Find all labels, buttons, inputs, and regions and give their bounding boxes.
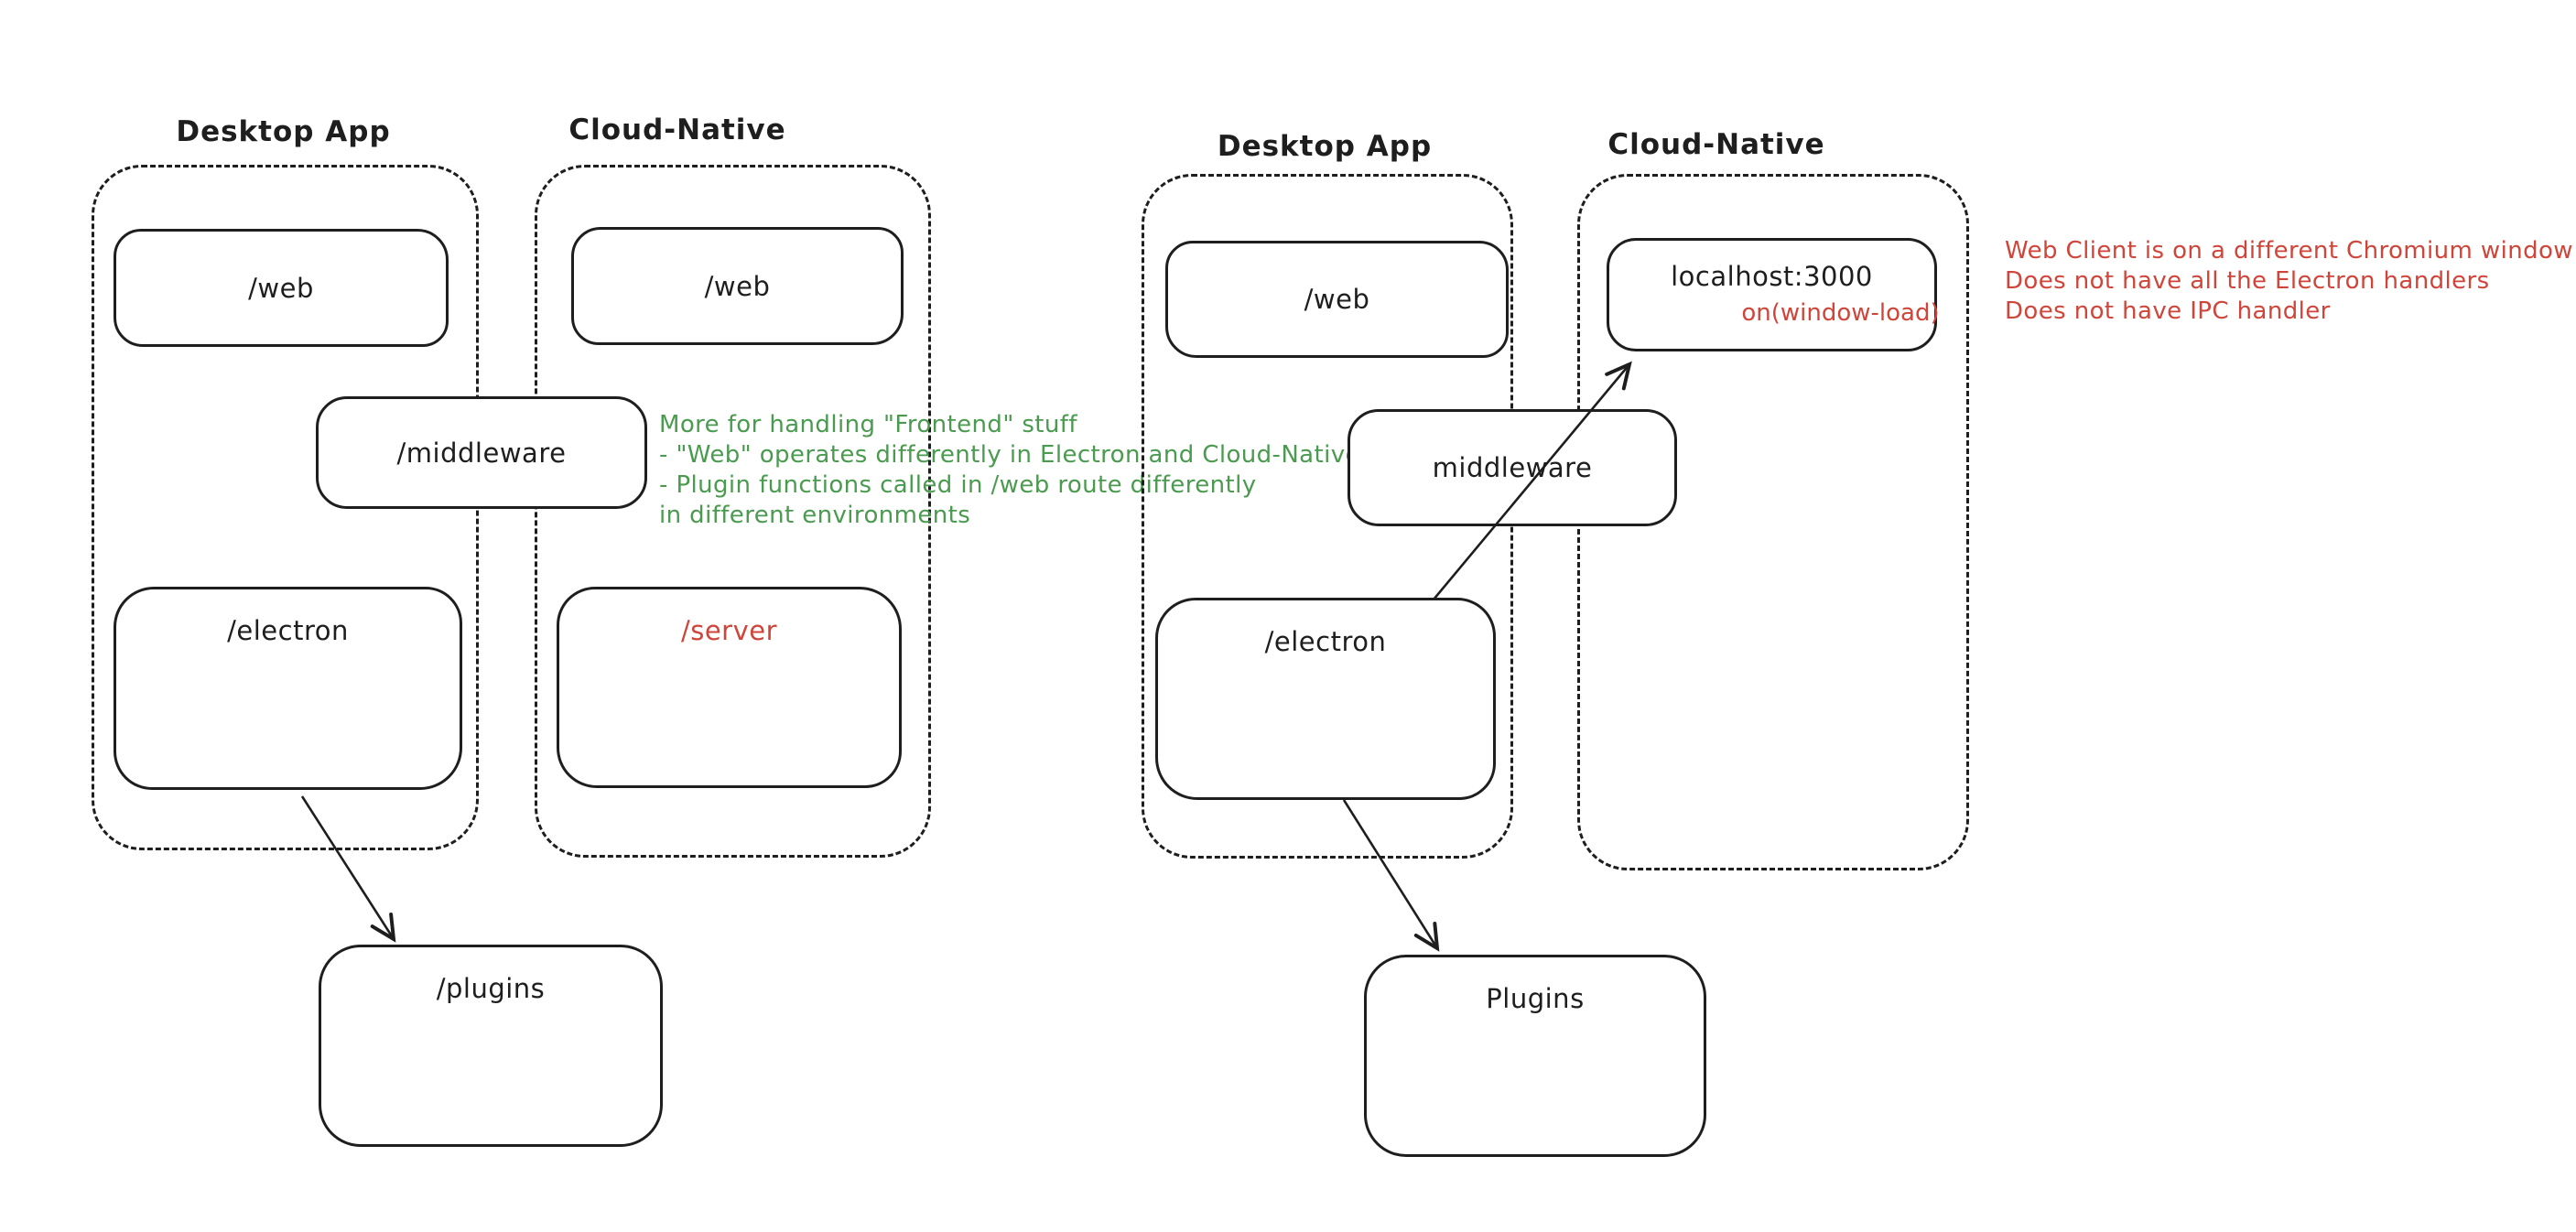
web-client-note-line-3: Does not have IPC handler [2005, 297, 2331, 325]
frontend-note-line-1: More for handling "Frontend" stuff [659, 411, 1077, 438]
right-web-label: /web [1304, 284, 1370, 315]
left-web-desktop-label: /web [248, 272, 314, 304]
left-plugins-label: /plugins [436, 973, 546, 1004]
frontend-note-line-3: - Plugin functions called in /web route … [659, 471, 1257, 499]
left-cloud-native-title: Cloud-Native [568, 113, 786, 146]
left-desktop-app-title: Desktop App [176, 115, 391, 148]
left-web-desktop-node: /web [114, 229, 449, 347]
frontend-note-line-2: - "Web" operates differently in Electron… [659, 441, 1360, 469]
right-web-node: /web [1165, 241, 1509, 358]
right-middleware-node: middleware [1348, 409, 1677, 526]
left-electron-node: /electron [114, 587, 462, 790]
on-window-load-label: on(window-load) [1741, 299, 1940, 327]
localhost-3000-label: localhost:3000 [1671, 261, 1873, 292]
left-middleware-node: /middleware [316, 396, 647, 509]
frontend-note: More for handling "Frontend" stuff - "We… [659, 410, 1360, 531]
right-desktop-app-title: Desktop App [1217, 130, 1433, 163]
left-server-label: /server [680, 615, 778, 646]
right-middleware-label: middleware [1432, 452, 1593, 483]
left-cloud-native-container [535, 165, 931, 858]
web-client-note-line-2: Does not have all the Electron handlers [2005, 267, 2490, 295]
right-electron-node: /electron [1155, 598, 1496, 800]
left-middleware-label: /middleware [396, 437, 567, 469]
left-server-node: /server [557, 587, 902, 788]
localhost-3000-node: localhost:3000 on(window-load) [1607, 238, 1940, 351]
frontend-note-line-4: in different environments [659, 502, 971, 529]
right-plugins-label: Plugins [1486, 983, 1585, 1014]
left-web-cloud-node: /web [571, 227, 904, 345]
web-client-note-line-1: Web Client is on a different Chromium wi… [2005, 237, 2573, 265]
left-electron-label: /electron [227, 615, 349, 646]
web-client-note: Web Client is on a different Chromium wi… [2005, 236, 2573, 327]
left-plugins-node: /plugins [319, 945, 663, 1147]
right-plugins-node: Plugins [1364, 955, 1706, 1157]
right-electron-label: /electron [1264, 626, 1387, 657]
left-web-cloud-label: /web [704, 270, 771, 302]
right-cloud-native-title: Cloud-Native [1607, 128, 1825, 161]
